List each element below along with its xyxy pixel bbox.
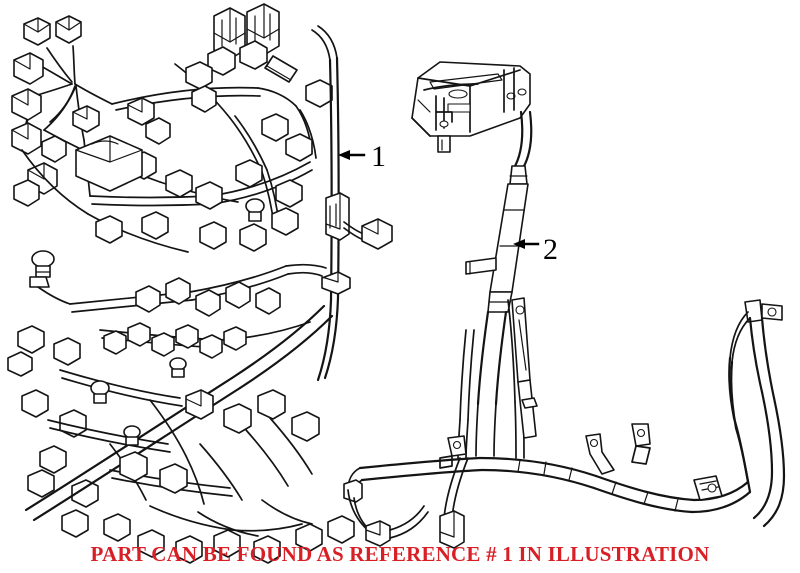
mounting-bracket	[411, 61, 531, 153]
connector-cluster-mid-left	[7, 250, 99, 508]
left-harness-assembly	[7, 3, 393, 564]
relay-box	[75, 135, 143, 192]
connector-cluster-lower-left	[61, 389, 355, 564]
callout-2: 2	[513, 233, 558, 266]
strut-with-eyelet	[511, 297, 538, 439]
callout-1: 1	[338, 140, 386, 173]
callout-2-label: 2	[543, 233, 558, 266]
callout-1-label: 1	[371, 140, 386, 173]
lower-right-clamp	[693, 475, 723, 501]
callout-1-arrowhead	[338, 150, 350, 160]
callout-2-arrowhead	[513, 239, 525, 249]
shielded-cable	[465, 110, 533, 406]
harness-trunk-vertical-cable	[311, 25, 351, 382]
connector-cluster-upper-left	[11, 15, 100, 207]
connector	[127, 97, 155, 126]
connector-cluster-top-center	[207, 3, 298, 83]
connector-row-mid	[103, 277, 281, 359]
battery-cable-loop	[728, 311, 786, 528]
vertical-cable-branch	[343, 218, 393, 250]
harness-branch-lower-left	[109, 399, 313, 537]
barrel-terminals	[90, 198, 265, 446]
lower-cable-junction	[358, 456, 752, 514]
right-bracket-assembly	[343, 61, 786, 549]
bottom-center-connectors	[439, 457, 469, 549]
left-mount-bracket	[343, 467, 429, 547]
